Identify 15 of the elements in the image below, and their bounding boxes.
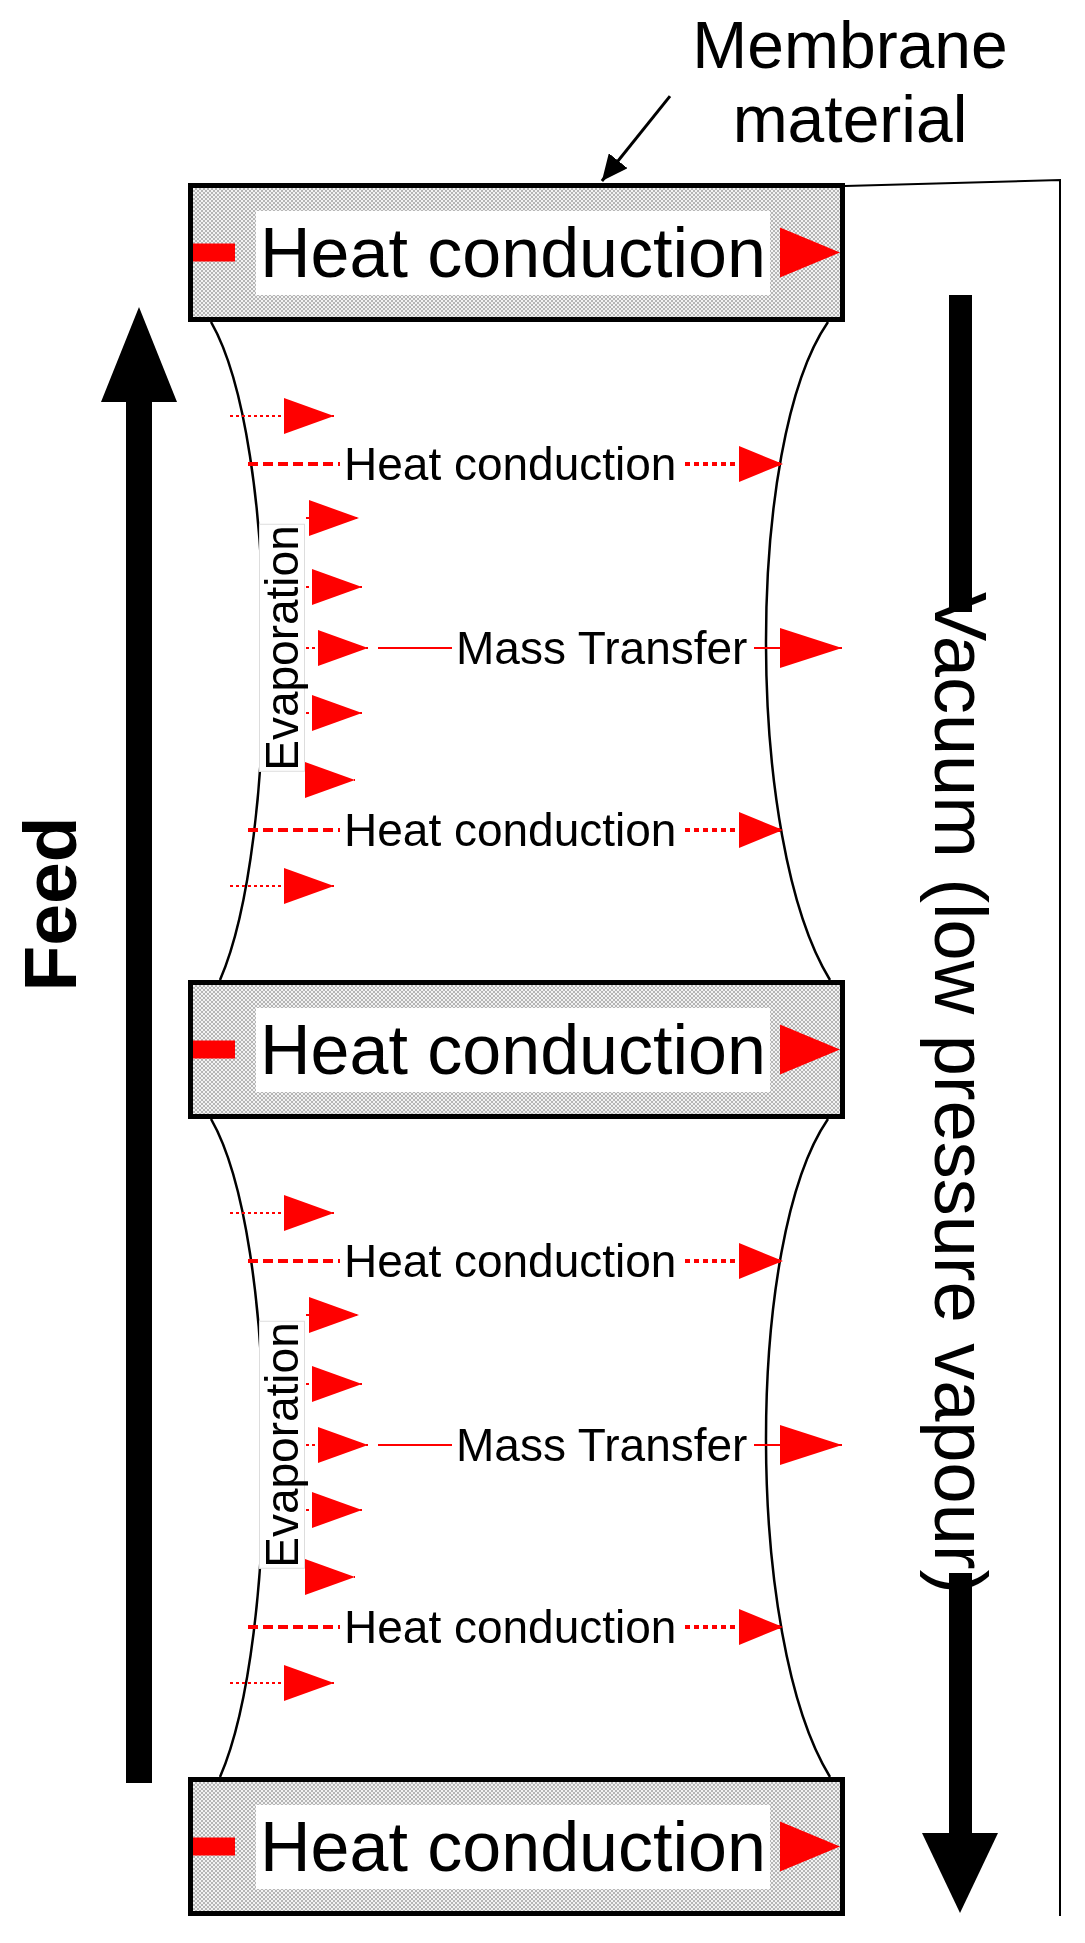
membrane-layer (188, 1777, 845, 1916)
flow-label: Mass Transfer (456, 1419, 748, 1471)
box-label: Heat conduction (256, 1804, 770, 1889)
flow-label: Heat conduction (344, 1235, 677, 1287)
flow-label: Heat conduction (344, 1601, 677, 1653)
membrane-layer (188, 183, 845, 322)
membrane-layer (188, 980, 845, 1119)
box-label: Heat conduction (256, 210, 770, 295)
callout-text: Membrane material (670, 8, 1030, 160)
flow-label: Heat conduction (344, 804, 677, 856)
flow-label: Mass Transfer (456, 622, 748, 674)
leader-arrow (600, 95, 672, 182)
flow-label: Heat conduction (344, 438, 677, 490)
box-label: Heat conduction (256, 1007, 770, 1092)
axis-label: Feed (12, 816, 88, 992)
